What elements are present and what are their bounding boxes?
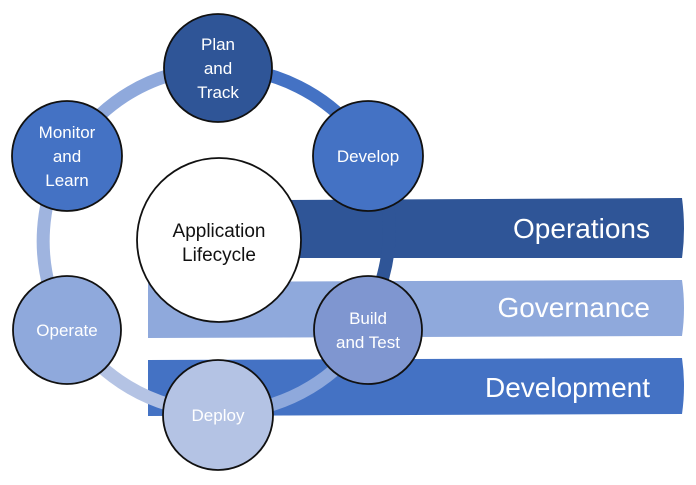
stage-circle-monitor-and-learn xyxy=(11,100,123,212)
stage-label-develop-line-1: Develop xyxy=(337,147,399,166)
stage-label-plan-and-track-line-2: and xyxy=(204,59,232,78)
stage-label-plan-and-track-line-3: Track xyxy=(197,83,239,102)
stage-node-operate: Operate xyxy=(12,275,122,385)
center-node: Application Lifecycle xyxy=(136,157,302,323)
center-label-line-1: Application xyxy=(173,221,266,242)
band-development-label: Development xyxy=(485,372,650,403)
stage-label-operate-line-1: Operate xyxy=(36,321,97,340)
stage-circle-plan-and-track xyxy=(163,13,273,123)
stage-label-build-and-test-line-2: and Test xyxy=(336,333,400,352)
stage-label-monitor-and-learn-line-2: and xyxy=(53,147,81,166)
center-label-line-2: Lifecycle xyxy=(182,245,256,266)
stage-label-plan-and-track-line-1: Plan xyxy=(201,35,235,54)
stage-circle-develop xyxy=(312,100,424,212)
stage-circle-deploy xyxy=(162,359,274,471)
stage-label-monitor-and-learn-line-3: Learn xyxy=(45,171,88,190)
center-circle xyxy=(136,157,302,323)
band-governance-label: Governance xyxy=(497,292,650,323)
stage-circle-build-and-test xyxy=(313,275,423,385)
stage-circle-operate xyxy=(12,275,122,385)
ring-segment-monitor-plan xyxy=(95,68,172,120)
stage-node-develop: Develop xyxy=(312,100,424,212)
stage-node-build-and-test: Build and Test xyxy=(313,275,423,385)
stage-node-deploy: Deploy xyxy=(162,359,274,471)
stage-label-monitor-and-learn-line-1: Monitor xyxy=(39,123,96,142)
stage-label-build-and-test-line-1: Build xyxy=(349,309,387,328)
band-operations-label: Operations xyxy=(513,213,650,244)
band-development: Development xyxy=(148,358,684,416)
stage-label-deploy-line-1: Deploy xyxy=(192,406,245,425)
